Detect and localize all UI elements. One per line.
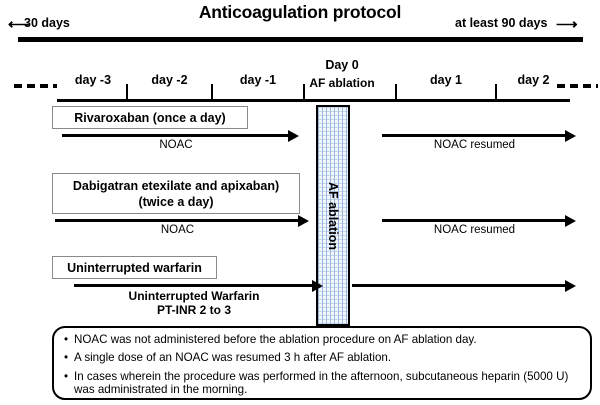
dabigatran-pre-label: NOAC xyxy=(160,224,195,236)
drug-box-line: Dabigatran etexilate and apixaban) xyxy=(72,178,280,193)
rivaroxaban-pre-label: NOAC xyxy=(159,139,193,151)
dabigatran-post-arrow xyxy=(382,219,567,222)
span-left-arrow-icon: ⟵ xyxy=(8,16,30,33)
note-item: • NOAC was not administered before the a… xyxy=(64,333,582,346)
note-text: A single dose of an NOAC was resumed 3 h… xyxy=(74,351,392,365)
drug-box-line: Uninterrupted warfarin xyxy=(67,260,202,275)
warfarin-post-arrow xyxy=(352,284,567,287)
timeline-tick xyxy=(211,84,214,99)
timeline-day-label-1: day 1 xyxy=(430,73,462,87)
timeline-day-label-2: day 2 xyxy=(517,73,550,87)
warfarin-pre-label-line2: PT-INR 2 to 3 xyxy=(156,303,231,317)
af-ablation-column-label: AF ablation xyxy=(326,181,340,250)
bullet-icon: • xyxy=(64,333,69,346)
rivaroxaban-post-arrow xyxy=(382,134,567,137)
drug-box-rivaroxaban: Rivaroxaban (once a day) xyxy=(52,106,248,129)
warfarin-pre-label-line1: Uninterrupted Warfarin xyxy=(128,289,260,303)
timeline-tick xyxy=(126,84,129,99)
dabigatran-pre-arrow xyxy=(55,219,300,222)
drug-box-dabigatran-apixaban: Dabigatran etexilate and apixaban) (twic… xyxy=(52,173,300,214)
timeline-day0-subtitle: AF ablation xyxy=(309,76,375,90)
timeline-dashes-left xyxy=(14,84,57,88)
timeline-day-label-minus1: day -1 xyxy=(239,73,277,87)
span-left-label: 30 days xyxy=(24,16,70,30)
timeline-axis xyxy=(57,99,570,102)
timeline-tick xyxy=(395,84,398,99)
timeline-tick xyxy=(495,84,498,99)
dabigatran-post-label: NOAC resumed xyxy=(433,224,516,236)
timeline-tick xyxy=(303,84,306,99)
note-text: NOAC was not administered before the abl… xyxy=(74,333,477,346)
note-item: • A single dose of an NOAC was resumed 3… xyxy=(64,351,582,364)
drug-box-line: (twice a day) xyxy=(138,194,214,209)
span-right-label: at least 90 days xyxy=(455,16,548,30)
rivaroxaban-post-label: NOAC resumed xyxy=(433,139,516,151)
page-title: Anticoagulation protocol xyxy=(198,2,402,22)
span-right-arrow-icon: ⟶ xyxy=(556,16,578,33)
timeline-day-label-minus2: day -2 xyxy=(151,73,188,87)
timeline-day0-title: Day 0 xyxy=(325,58,359,72)
timeline-dashes-right xyxy=(557,84,598,88)
notes-box: • NOAC was not administered before the a… xyxy=(52,326,592,400)
note-text: In cases wherein the procedure was perfo… xyxy=(74,369,569,397)
drug-box-warfarin: Uninterrupted warfarin xyxy=(52,256,217,279)
span-bar xyxy=(18,37,583,42)
warfarin-pre-arrow xyxy=(74,284,314,287)
bullet-icon: • xyxy=(64,351,69,365)
drug-box-line: Rivaroxaban (once a day) xyxy=(74,110,226,125)
rivaroxaban-pre-arrow xyxy=(62,134,290,137)
timeline-day-label-minus3: day -3 xyxy=(74,73,112,87)
bullet-icon: • xyxy=(64,369,69,383)
af-ablation-column: AF ablation xyxy=(316,105,350,326)
note-item: • In cases wherein the procedure was per… xyxy=(64,370,582,397)
